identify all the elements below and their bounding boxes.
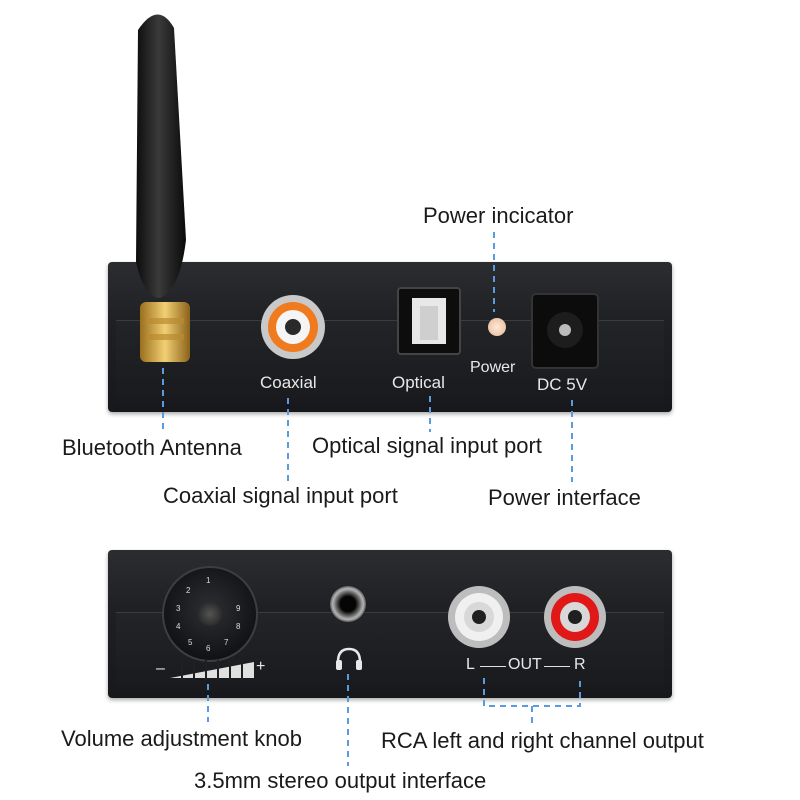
coaxial-label: Coaxial — [260, 373, 317, 392]
knob-digit: 2 — [186, 586, 191, 595]
headphone-jack[interactable] — [330, 586, 366, 622]
headphone-icon — [336, 647, 362, 670]
knob-digit: 4 — [176, 622, 181, 631]
knob-digit: 8 — [236, 622, 241, 631]
bluetooth-antenna-callout: Bluetooth Antenna — [62, 435, 242, 460]
volume-scale-bars — [170, 660, 254, 680]
bluetooth-antenna — [136, 14, 190, 362]
optical-port[interactable] — [396, 286, 462, 356]
knob-digit: 6 — [206, 644, 211, 653]
knob-digit: 7 — [224, 638, 229, 647]
power-interface-callout: Power interface — [488, 485, 641, 510]
out-left-label: L — [466, 656, 475, 673]
rca-right-output[interactable] — [542, 584, 608, 650]
dc-power-jack[interactable] — [530, 292, 600, 372]
power-label: Power — [470, 359, 516, 376]
out-right-label: R — [574, 656, 586, 673]
knob-center — [198, 602, 222, 626]
volume-plus-label: + — [256, 658, 266, 675]
volume-minus-label: – — [156, 660, 165, 677]
coaxial-input-callout: Coaxial signal input port — [163, 483, 398, 508]
antenna-connector — [140, 302, 190, 362]
volume-knob[interactable]: 1 2 3 4 5 6 7 8 9 — [162, 566, 258, 662]
power-indicator-callout: Power incicator — [423, 203, 574, 228]
optical-input-callout: Optical signal input port — [312, 433, 542, 458]
top-callout-lines — [162, 232, 573, 482]
knob-digit: 9 — [236, 604, 241, 613]
antenna-rod — [136, 14, 186, 299]
volume-knob-callout: Volume adjustment knob — [61, 726, 302, 751]
optical-label: Optical — [392, 373, 445, 392]
power-led — [488, 318, 506, 336]
coaxial-port[interactable] — [258, 292, 328, 362]
rca-left-output[interactable] — [446, 584, 512, 650]
rca-output-callout: RCA left and right channel output — [381, 728, 704, 753]
dc-label: DC 5V — [537, 375, 588, 394]
out-label: OUT — [508, 656, 542, 673]
out-left-line — [480, 666, 506, 667]
headphone-output-callout: 3.5mm stereo output interface — [194, 768, 487, 793]
knob-digit: 1 — [206, 576, 211, 585]
out-right-line — [544, 666, 570, 667]
knob-digit: 5 — [188, 638, 193, 647]
knob-digit: 3 — [176, 604, 181, 613]
